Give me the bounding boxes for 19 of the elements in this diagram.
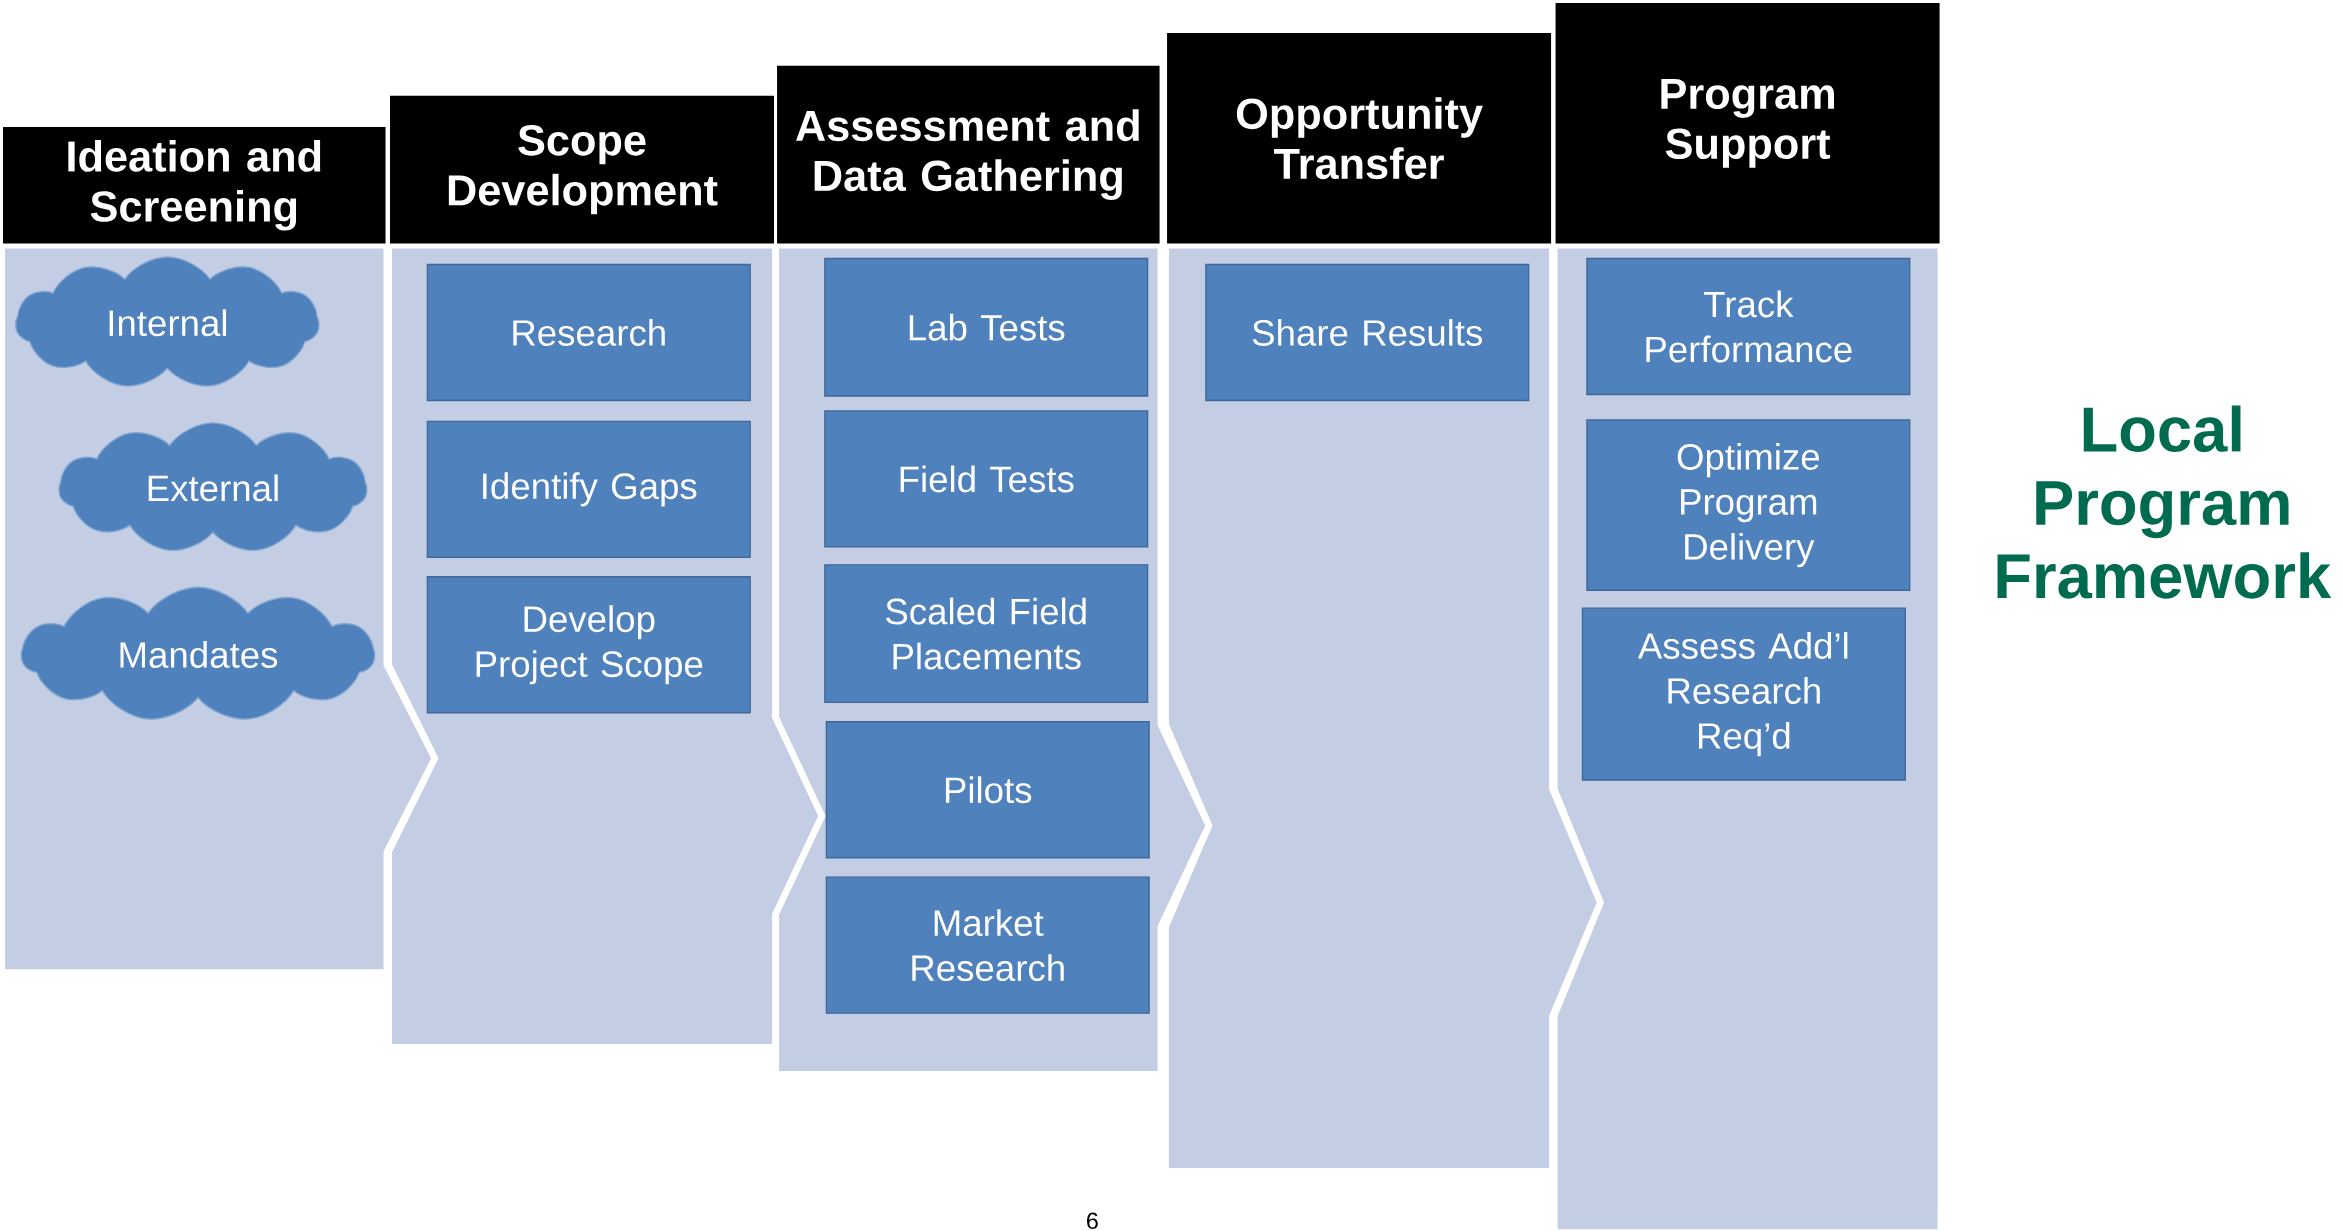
title: Local Program Framework [1997, 405, 2332, 599]
process-box: Develop Project Scope [426, 575, 751, 714]
process-box: Research [426, 263, 751, 401]
header-box: Scope Development [390, 95, 775, 244]
process-box: Market Research [825, 876, 1150, 1014]
process-box: Track Performance [1586, 257, 1911, 395]
process-box: Scaled Field Placements [824, 564, 1149, 703]
process-box: Identify Gaps [426, 420, 751, 558]
process-box: Pilots [825, 720, 1150, 859]
process-box: Share Results [1205, 263, 1530, 401]
process-box: Assess Add’l Research Req’d [1581, 607, 1906, 781]
page-number: 6 [1087, 1212, 1098, 1229]
process-box: Optimize Program Delivery [1586, 419, 1911, 591]
process-box: Lab Tests [824, 257, 1149, 397]
header-box: Assessment and Data Gathering [777, 65, 1160, 244]
header-box: Opportunity Transfer [1167, 32, 1552, 244]
header-box: Ideation and Screening [3, 126, 386, 244]
header-box: Program Support [1555, 2, 1940, 244]
process-box: Field Tests [824, 410, 1149, 548]
